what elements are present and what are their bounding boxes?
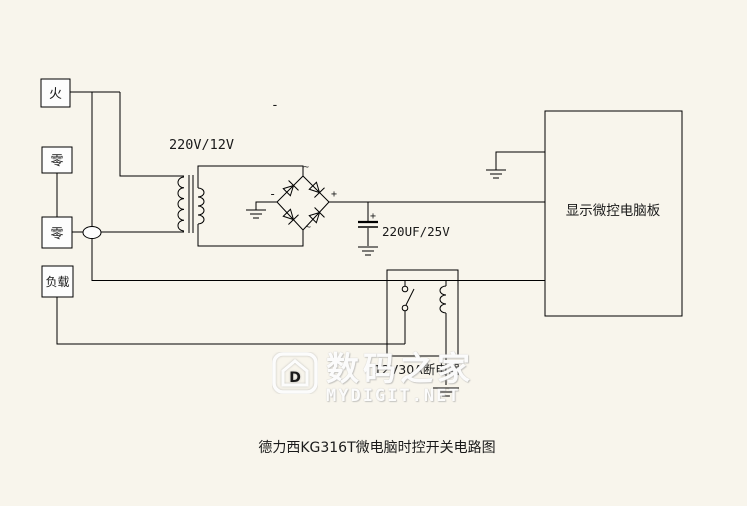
ground-icon (485, 169, 507, 179)
terminal-box-neutral1 (41, 146, 73, 174)
ground-icon (432, 387, 460, 397)
transformer-label: 220V/12V (169, 137, 234, 153)
bridge-diamond (276, 175, 330, 231)
capacitor (358, 220, 378, 228)
ground-icon (357, 246, 379, 256)
wire-bridge-ground (255, 201, 277, 210)
relay-switch-contact (401, 304, 409, 312)
computer-board: 显示微控电脑板 (544, 110, 683, 317)
bridge-plus-mark: + (331, 189, 337, 200)
terminal-label-neutral2: 零 (50, 227, 63, 242)
ground-icon (245, 209, 267, 219)
diagram-caption: 德力西KG316T微电脑时控开关电路图 (258, 440, 495, 456)
relay (386, 269, 459, 357)
relay-switch-contact (401, 285, 409, 293)
terminal-label-live: 火 (49, 87, 62, 102)
relay-switch-blade (405, 288, 415, 306)
terminal-box-load (41, 265, 74, 298)
relay-box (386, 269, 459, 357)
capacitor-plus-mark: + (370, 211, 376, 222)
capacitor-label: 220UF/25V (382, 224, 450, 239)
transformer-secondary-coil (197, 187, 205, 225)
transformer-primary-coil (177, 176, 185, 232)
terminal-box-live (40, 78, 71, 108)
terminal-box-neutral2 (41, 216, 73, 249)
wire-live-to-primary (119, 92, 184, 177)
bridge-ac-top-mark: ~ (303, 162, 309, 173)
computer-board-box (544, 110, 683, 317)
wire-secondary-top (197, 165, 304, 188)
wire-live-to-relay (91, 92, 545, 281)
wires (56, 91, 545, 385)
terminal-boxes: 火 零 零 负载 (40, 78, 74, 298)
bridge-ac-bottom-mark: ~ (305, 222, 311, 233)
wire-secondary-bottom (197, 224, 304, 247)
wire-load (56, 297, 405, 345)
transformer (177, 175, 205, 233)
bridge-minus-mark: - (269, 187, 276, 201)
relay-label: 12V30A断电器 (374, 362, 461, 377)
bridge-rectifier (276, 175, 330, 231)
wire-board-ground (495, 151, 545, 170)
computer-board-label: 显示微控电脑板 (566, 203, 661, 219)
terminal-label-neutral1: 零 (50, 154, 63, 169)
relay-coil (439, 285, 447, 314)
terminal-label-load: 负载 (45, 275, 69, 289)
stray-minus-mark: - (271, 98, 279, 113)
wire-crossing-hop (82, 226, 102, 239)
polarity-marks: - ~ ~ - + + (269, 98, 376, 233)
